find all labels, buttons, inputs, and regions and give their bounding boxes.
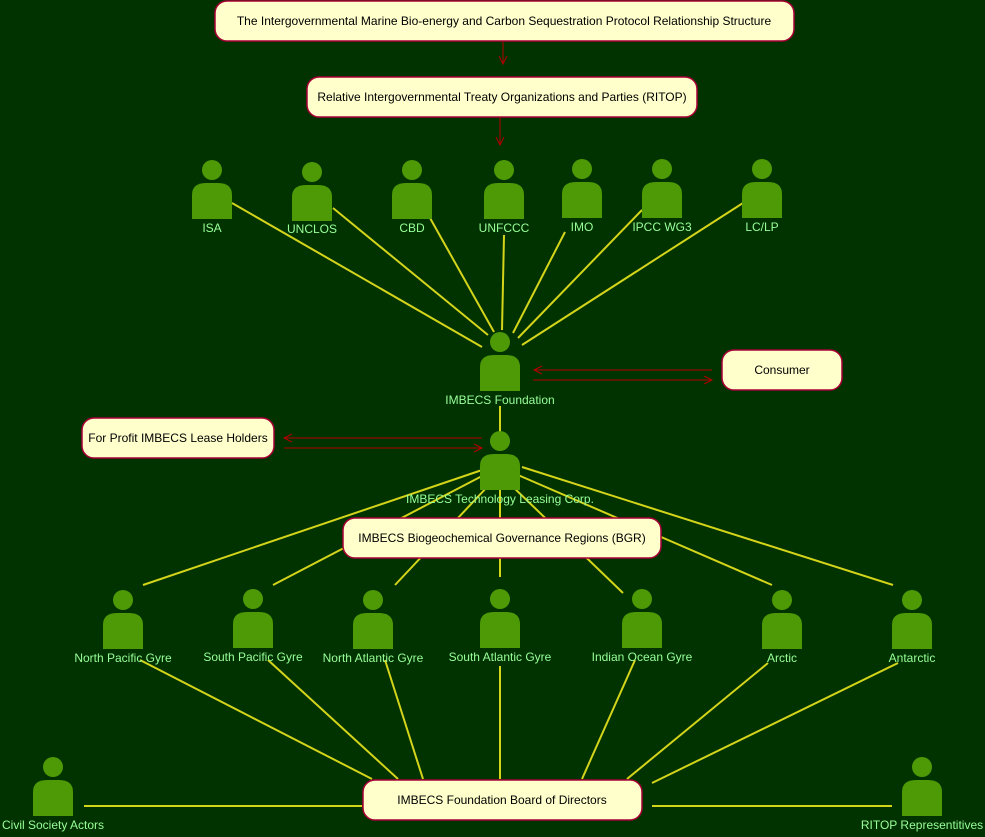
actor-cbd: CBD [392, 160, 432, 235]
actor-lclp: LC/LP [742, 159, 782, 234]
board-box: IMBECS Foundation Board of Directors [362, 779, 643, 821]
actor-isa: ISA [192, 160, 232, 235]
arrow-foundation-to-consumer [533, 375, 714, 385]
consumer-box: Consumer [721, 349, 843, 391]
actor-unfccc-label: UNFCCC [479, 221, 530, 235]
person-icon [484, 160, 524, 219]
person-icon [642, 159, 682, 218]
actor-north-atlantic-label: North Atlantic Gyre [323, 651, 424, 665]
person-icon [353, 590, 393, 649]
link-unfccc-foundation [501, 234, 505, 331]
actor-leasing: IMBECS Technology Leasing Corp. [406, 431, 594, 506]
actor-civil-society-label: Civil Society Actors [2, 818, 104, 832]
actor-antarctic-label: Antarctic [889, 651, 936, 665]
actor-unclos: UNCLOS [287, 162, 337, 236]
person-icon [33, 757, 73, 816]
bgr-box: IMBECS Biogeochemical Governance Regions… [342, 517, 662, 559]
link-lclp-foundation [521, 202, 744, 346]
actor-leasing-label: IMBECS Technology Leasing Corp. [406, 492, 594, 506]
link-ipcc-foundation [517, 209, 643, 339]
link-cbd-foundation [429, 217, 495, 333]
actor-arctic-label: Arctic [767, 651, 797, 665]
actor-south-atlantic-label: South Atlantic Gyre [449, 650, 552, 664]
link-indian-board [581, 659, 636, 780]
person-icon [902, 757, 942, 816]
actor-ritop-reps-label: RITOP Representitives [861, 818, 983, 832]
person-icon [892, 590, 932, 649]
actor-foundation: IMBECS Foundation [445, 332, 555, 407]
actor-cbd-label: CBD [399, 221, 425, 235]
consumer-box-label: Consumer [754, 363, 809, 377]
actor-indian-label: Indian Ocean Gyre [592, 650, 693, 664]
person-icon [192, 160, 232, 219]
actor-unclos-label: UNCLOS [287, 222, 337, 236]
person-icon [480, 332, 520, 391]
bgr-box-label: IMBECS Biogeochemical Governance Regions… [358, 531, 645, 545]
link-leasing-north-pacific [142, 469, 483, 586]
actor-imo: IMO [562, 159, 602, 234]
arrow-links [282, 42, 714, 453]
actor-north-pacific-label: North Pacific Gyre [74, 651, 172, 665]
arrow-leasing-to-lease-holders [282, 433, 482, 443]
link-unclos-foundation [332, 207, 489, 336]
actor-imo-label: IMO [571, 220, 594, 234]
lease-holders-box-label: For Profit IMBECS Lease Holders [88, 431, 267, 445]
arrow-consumer-to-foundation [532, 365, 712, 375]
person-icon [480, 589, 520, 648]
person-icon [233, 589, 273, 648]
person-icon [103, 590, 143, 649]
person-icon [762, 590, 802, 649]
link-north-atlantic-board [384, 659, 424, 780]
actor-north-pacific: North Pacific Gyre [74, 590, 172, 665]
actor-south-pacific: South Pacific Gyre [203, 589, 303, 664]
person-icon [392, 160, 432, 219]
actor-arctic: Arctic [762, 590, 802, 665]
actor-ipcc: IPCC WG3 [632, 159, 692, 234]
board-box-label: IMBECS Foundation Board of Directors [397, 793, 606, 807]
link-south-pacific-board [267, 659, 399, 780]
arrow-ritop-to-treaty-orgs [495, 118, 505, 147]
actor-isa-label: ISA [202, 221, 221, 235]
actor-indian: Indian Ocean Gyre [592, 589, 693, 664]
actor-civil-society: Civil Society Actors [2, 757, 104, 832]
link-isa-foundation [231, 202, 483, 348]
link-north-pacific-board [139, 659, 373, 780]
link-leasing-antarctic [521, 466, 894, 586]
actor-foundation-label: IMBECS Foundation [445, 393, 554, 407]
arrow-lease-holders-to-leasing [284, 443, 484, 453]
link-antarctic-board [651, 662, 899, 784]
person-icon [742, 159, 782, 218]
actor-north-atlantic: North Atlantic Gyre [323, 590, 424, 665]
title-box: The Intergovernmental Marine Bio-energy … [214, 0, 795, 42]
ritop-box: Relative Intergovernmental Treaty Organi… [306, 76, 698, 118]
lease-holders-box: For Profit IMBECS Lease Holders [81, 417, 275, 459]
link-arctic-board [626, 662, 769, 780]
link-imo-foundation [512, 231, 566, 334]
actor-antarctic: Antarctic [889, 590, 936, 665]
actor-unfccc: UNFCCC [479, 160, 530, 235]
arrow-title-to-ritop [498, 42, 508, 66]
person-icon [480, 431, 520, 490]
actor-lclp-label: LC/LP [745, 220, 778, 234]
person-icon [562, 159, 602, 218]
actor-south-atlantic: South Atlantic Gyre [449, 589, 552, 664]
ritop-box-label: Relative Intergovernmental Treaty Organi… [317, 90, 686, 104]
actor-ipcc-label: IPCC WG3 [632, 220, 692, 234]
person-icon [292, 162, 332, 221]
actor-south-pacific-label: South Pacific Gyre [203, 650, 303, 664]
title-box-label: The Intergovernmental Marine Bio-energy … [237, 14, 772, 28]
actor-ritop-reps: RITOP Representitives [861, 757, 983, 832]
person-icon [622, 589, 662, 648]
